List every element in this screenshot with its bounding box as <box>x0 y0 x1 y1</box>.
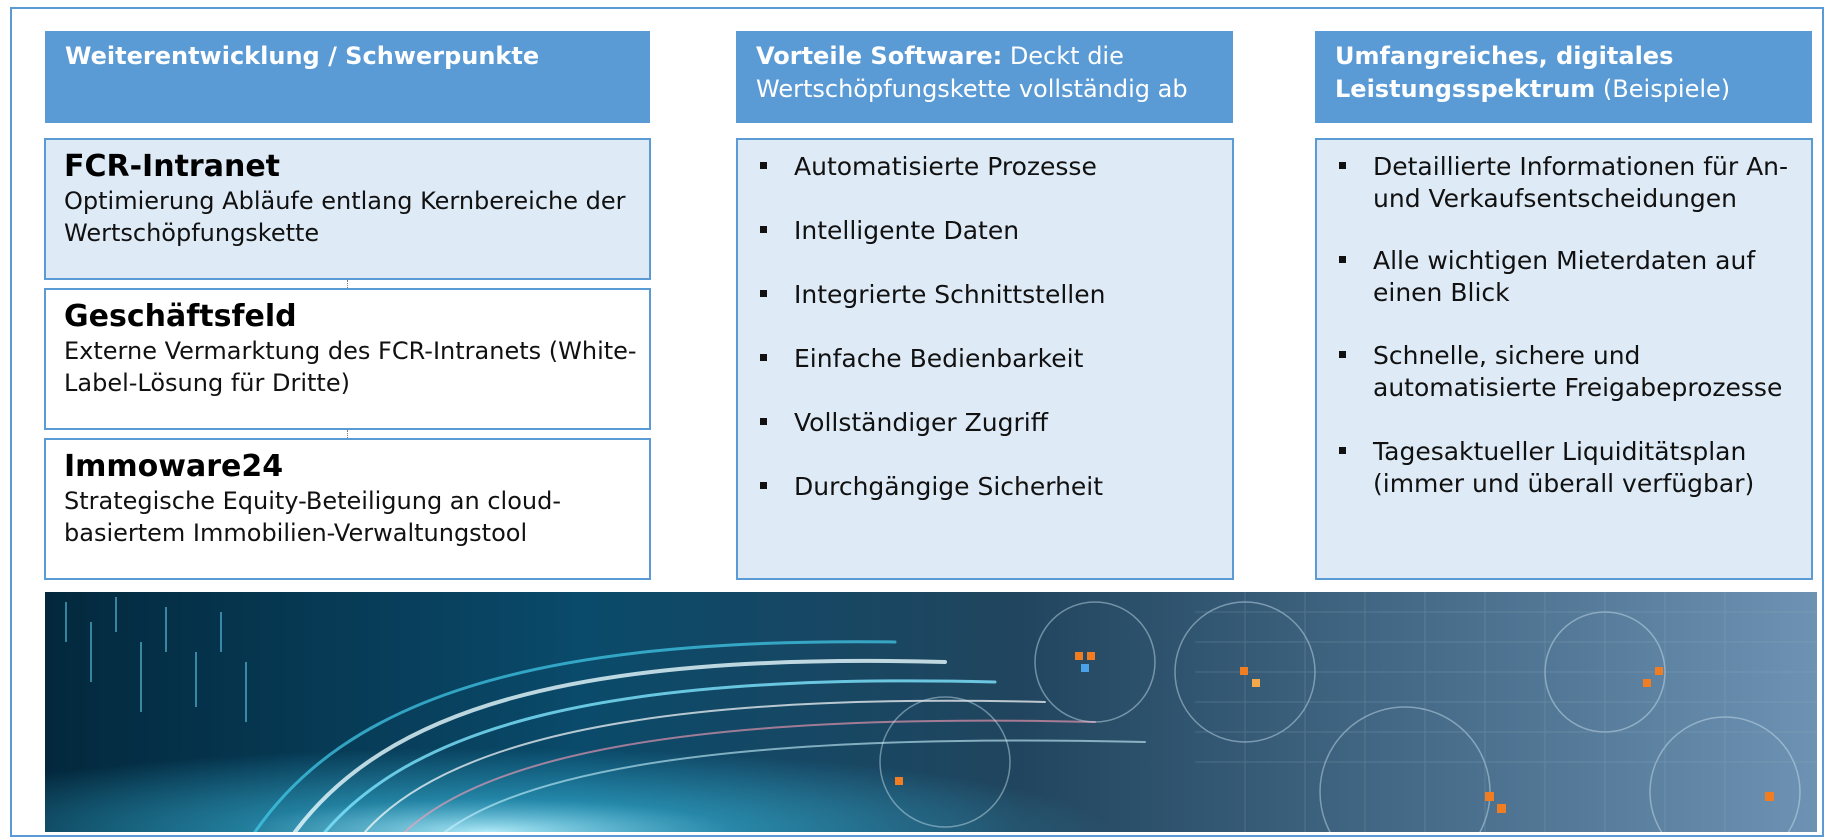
bullet-icon <box>760 290 767 297</box>
geschaeftsfeld-desc: Externe Vermarktung des FCR-Intranets (W… <box>64 337 637 397</box>
list-item-text: Tagesaktueller Liquiditätsplan (immer un… <box>1373 437 1755 498</box>
bullet-icon <box>760 162 767 169</box>
right-header-bold: Umfangreiches, digitales Leistungsspektr… <box>1335 42 1674 103</box>
list-item-text: Intelligente Daten <box>794 216 1020 245</box>
geschaeftsfeld-title: Geschäftsfeld <box>64 299 297 334</box>
right-header: Umfangreiches, digitales Leistungsspektr… <box>1315 31 1812 123</box>
list-item-text: Detaillierte Informationen für An- und V… <box>1373 152 1789 213</box>
immoware24-desc: Strategische Equity-Beteiligung an cloud… <box>64 487 562 547</box>
fcr-intranet-desc: Optimierung Abläufe entlang Kernbereiche… <box>64 187 626 247</box>
bullet-icon <box>1339 351 1346 358</box>
bullet-icon <box>1339 447 1346 454</box>
immoware24-title: Immoware24 <box>64 449 284 484</box>
geschaeftsfeld-box: Geschäftsfeld Externe Vermarktung des FC… <box>44 288 651 430</box>
immoware24-box: Immoware24 Strategische Equity-Beteiligu… <box>44 438 651 580</box>
connector-line <box>347 430 348 438</box>
list-item-text: Integrierte Schnittstellen <box>794 280 1106 309</box>
middle-header-rest: Deckt die Wertschöpfungskette vollständi… <box>756 42 1188 103</box>
right-header-rest: (Beispiele) <box>1595 75 1731 103</box>
fcr-intranet-box: FCR-Intranet Optimierung Abläufe entlang… <box>44 138 651 280</box>
list-item-text: Schnelle, sichere und automatisierte Fre… <box>1373 341 1783 402</box>
list-item-text: Automatisierte Prozesse <box>794 152 1097 181</box>
service-spectrum-list: Detaillierte Informationen für An- und V… <box>1315 138 1813 580</box>
list-item-text: Vollständiger Zugriff <box>794 408 1048 437</box>
bullet-icon <box>760 482 767 489</box>
list-item-text: Alle wichtigen Mieterdaten auf einen Bli… <box>1373 246 1756 307</box>
connector-line <box>347 280 348 288</box>
tech-banner-image <box>45 592 1817 832</box>
bullet-icon <box>760 354 767 361</box>
bullet-icon <box>1339 256 1346 263</box>
left-header-text: Weiterentwicklung / Schwerpunkte <box>65 42 540 70</box>
bullet-icon <box>1339 162 1346 169</box>
fcr-intranet-title: FCR-Intranet <box>64 149 281 184</box>
list-item-text: Durchgängige Sicherheit <box>794 472 1104 501</box>
list-item-text: Einfache Bedienbarkeit <box>794 344 1084 373</box>
middle-header-bold: Vorteile Software: <box>756 42 1003 70</box>
left-header: Weiterentwicklung / Schwerpunkte <box>45 31 650 123</box>
bullet-icon <box>760 418 767 425</box>
bullet-icon <box>760 226 767 233</box>
software-benefits-list: Automatisierte Prozesse Intelligente Dat… <box>736 138 1234 580</box>
banner-graphic <box>45 592 1817 832</box>
middle-header: Vorteile Software: Deckt die Wertschöpfu… <box>736 31 1233 123</box>
